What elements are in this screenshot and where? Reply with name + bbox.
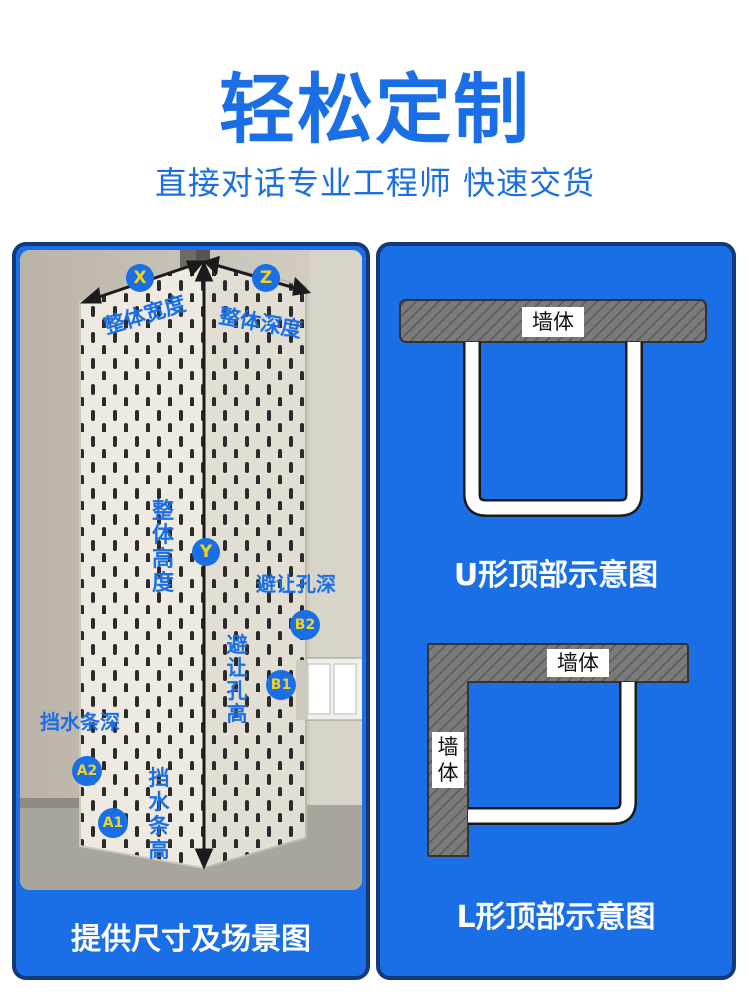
marker-a2: A2 — [72, 756, 102, 786]
label-strip-height-char: 挡 — [148, 766, 170, 790]
cabinet-illustration — [20, 250, 362, 890]
marker-z: Z — [252, 264, 280, 292]
scene-caption: 提供尺寸及场景图 — [71, 922, 311, 957]
marker-b2-label: B2 — [294, 617, 316, 633]
label-strip-height: 挡 水 条 高 — [146, 766, 172, 862]
marker-x: X — [126, 264, 154, 292]
label-strip-height-char: 高 — [148, 838, 170, 862]
marker-a1-label: A1 — [102, 815, 124, 831]
label-strip-height-char: 水 — [148, 790, 170, 814]
marker-y-label: Y — [199, 542, 213, 562]
scene-image: X Z Y B2 B1 A2 A1 整体宽度 整体深度 整 体 高 度 避让孔深 — [20, 250, 362, 890]
page-subtitle: 直接对话专业工程师 快速交货 — [154, 164, 596, 202]
u-wall-label-text: 墙体 — [522, 307, 584, 337]
label-strip-height-char: 条 — [148, 814, 170, 838]
u-diagram-caption: U形顶部示意图 — [453, 558, 659, 593]
marker-x-label: X — [133, 268, 147, 288]
l-wall-label-side-char: 体 — [437, 761, 459, 785]
label-hole-height-char: 避 — [226, 633, 248, 657]
label-hole-depth: 避让孔深 — [256, 572, 336, 596]
u-wall-label: 墙体 — [400, 304, 706, 340]
label-hole-height-char: 孔 — [226, 679, 248, 703]
label-overall-height: 整 体 高 度 — [150, 500, 176, 596]
label-hole-height: 避 让 孔 高 — [224, 634, 250, 726]
marker-z-label: Z — [259, 268, 273, 288]
marker-y: Y — [192, 538, 220, 566]
label-overall-height-char: 高 — [151, 547, 174, 572]
l-wall — [427, 643, 689, 857]
marker-a2-label: A2 — [76, 763, 98, 779]
label-overall-height-char: 体 — [151, 523, 174, 548]
label-hole-height-char: 让 — [226, 656, 248, 680]
label-hole-height-char: 高 — [226, 702, 248, 726]
page-title: 轻松定制 — [219, 65, 531, 154]
l-wall-label-top-text: 墙体 — [547, 649, 609, 677]
diagram-panel: 墙体 U形顶部示意图 墙体 墙 体 L形顶部示意图 — [376, 242, 736, 980]
top-diagrams — [399, 299, 707, 857]
l-diagram — [427, 643, 689, 857]
l-wall-label-top: 墙体 — [468, 647, 688, 679]
l-wall-label-side-char: 墙 — [437, 735, 459, 759]
label-strip-depth: 挡水条深 — [40, 710, 120, 734]
marker-b2: B2 — [290, 610, 320, 640]
label-overall-height-char: 整 — [151, 499, 174, 524]
marker-b1-label: B1 — [270, 677, 292, 693]
label-overall-height-char: 度 — [151, 571, 174, 596]
l-wall-label-side: 墙 体 — [432, 732, 464, 788]
scene-panel: X Z Y B2 B1 A2 A1 整体宽度 整体深度 整 体 高 度 避让孔深 — [12, 242, 370, 980]
marker-a1: A1 — [98, 808, 128, 838]
marker-b1: B1 — [266, 670, 296, 700]
l-diagram-caption: L形顶部示意图 — [456, 900, 656, 935]
